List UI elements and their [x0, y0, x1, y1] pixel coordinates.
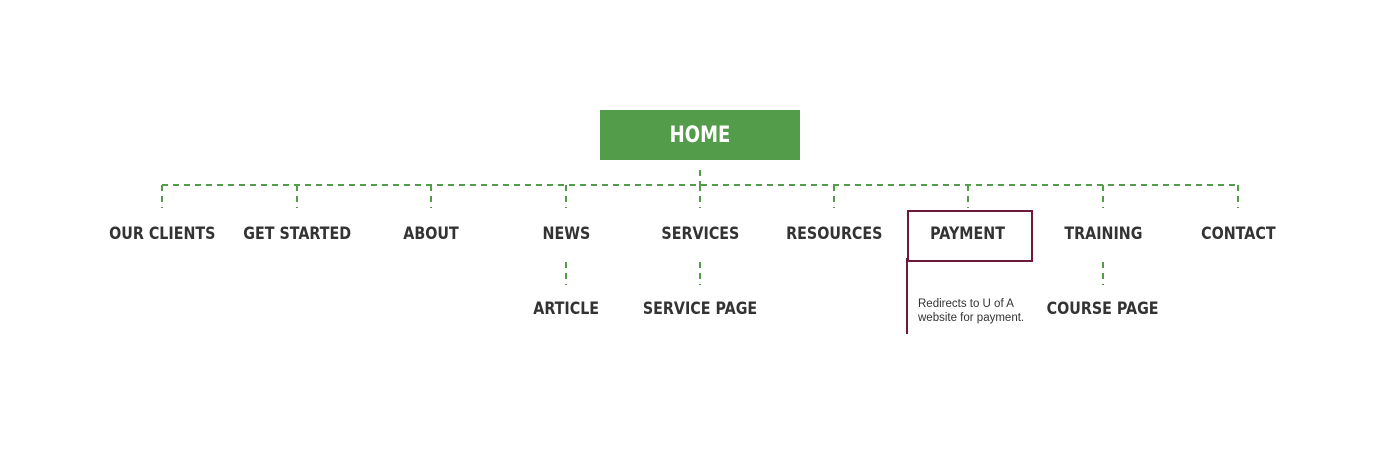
node-services[interactable]: SERVICES — [615, 224, 785, 244]
node-payment[interactable]: PAYMENT — [883, 224, 1053, 244]
node-service-page[interactable]: SERVICE PAGE — [615, 299, 785, 319]
home-label: HOME — [669, 122, 731, 148]
node-article[interactable]: ARTICLE — [481, 299, 651, 319]
node-resources[interactable]: RESOURCES — [749, 224, 919, 244]
node-news[interactable]: NEWS — [481, 224, 651, 244]
payment-highlight-box — [907, 210, 1033, 262]
node-about[interactable]: ABOUT — [346, 224, 516, 244]
node-label: ARTICLE — [533, 299, 599, 319]
node-course-page[interactable]: COURSE PAGE — [1018, 299, 1188, 319]
node-contact[interactable]: CONTACT — [1153, 224, 1323, 244]
payment-note-line-2: website for payment. — [918, 312, 1025, 324]
node-label: ABOUT — [403, 224, 459, 244]
node-label: PAYMENT — [930, 224, 1006, 244]
payment-note: Redirects to U of A website for payment. — [918, 297, 1048, 325]
node-label: NEWS — [542, 224, 590, 244]
node-label: GET STARTED — [243, 224, 351, 244]
node-label: OUR CLIENTS — [108, 224, 216, 244]
home-node[interactable]: HOME — [600, 110, 800, 160]
node-label: RESOURCES — [785, 224, 883, 244]
node-get-started[interactable]: GET STARTED — [212, 224, 382, 244]
node-our-clients[interactable]: OUR CLIENTS — [77, 224, 247, 244]
node-label: SERVICE PAGE — [642, 299, 758, 319]
node-label: SERVICES — [661, 224, 739, 244]
node-training[interactable]: TRAINING — [1018, 224, 1188, 244]
node-label: TRAINING — [1063, 224, 1143, 244]
payment-note-stem — [906, 258, 908, 334]
node-label: CONTACT — [1200, 224, 1276, 244]
payment-note-line-1: Redirects to U of A — [918, 298, 1014, 310]
node-label: COURSE PAGE — [1047, 299, 1159, 319]
